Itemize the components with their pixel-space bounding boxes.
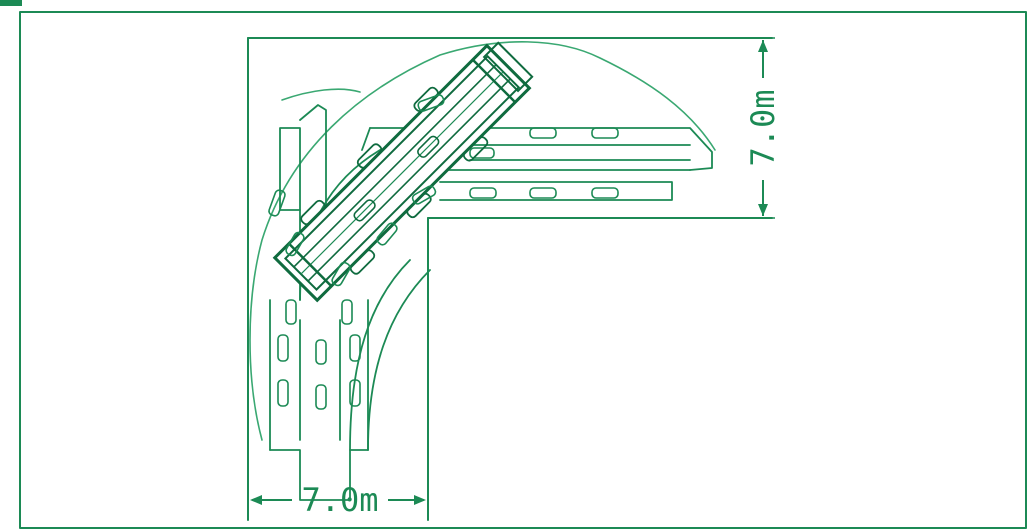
cart-vertical (269, 104, 369, 501)
height-dimension: 7.0m (744, 37, 782, 219)
width-dimension: 7.0m (250, 481, 426, 519)
cart-vertical-slots (277, 299, 361, 410)
width-dimension-label: 7.0m (301, 481, 378, 519)
outer-sweep-arc (249, 41, 716, 441)
corridor-boundary (247, 37, 773, 521)
diagram-frame (19, 11, 1027, 529)
turn-slots (268, 94, 445, 287)
cart-horizontal (361, 127, 713, 201)
corner-mark (0, 0, 22, 6)
height-dimension-label: 7.0m (744, 89, 782, 166)
cart-diagonal (272, 41, 534, 303)
cart-horizontal-slots (469, 127, 619, 199)
